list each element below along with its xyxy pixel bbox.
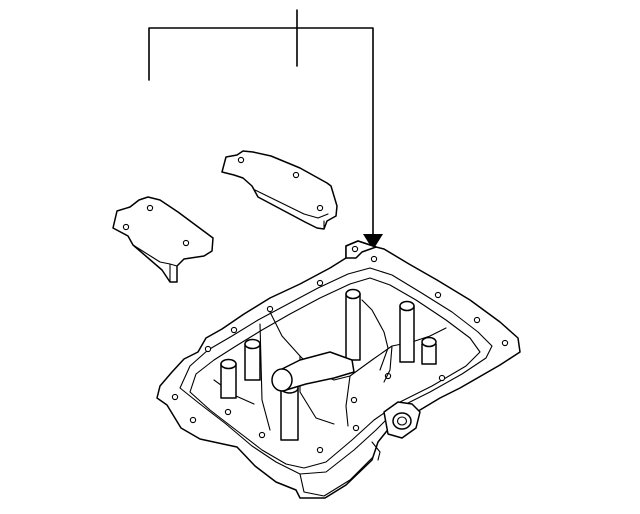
upper-gasket-plate	[221, 150, 338, 230]
arrowhead-icon	[363, 234, 383, 250]
pan-post	[244, 338, 261, 381]
pickup-tube	[271, 351, 355, 392]
oil-pan	[156, 240, 521, 499]
pan-post	[399, 300, 415, 363]
pan-post	[421, 336, 437, 365]
pan-post	[220, 358, 237, 399]
drain-plug-boss	[383, 401, 421, 439]
pan-post	[345, 288, 361, 361]
lower-gasket-plate	[112, 196, 214, 283]
callout-leader	[148, 9, 383, 250]
